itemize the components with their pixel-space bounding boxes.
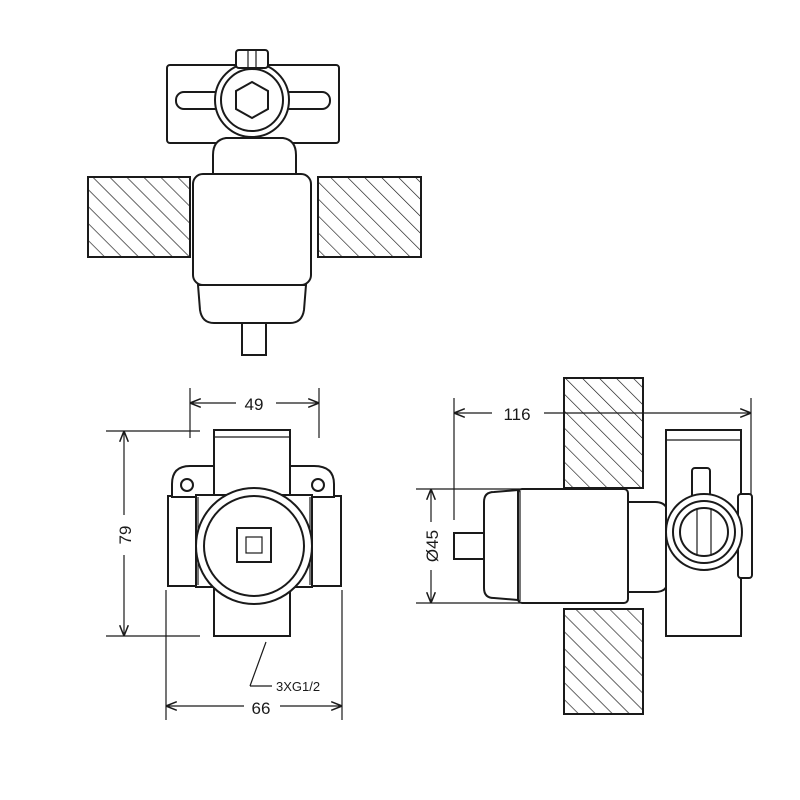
- wall-section-left: [87, 176, 191, 258]
- dim-label-79: 79: [116, 526, 135, 545]
- lug-hole-right: [311, 478, 325, 492]
- side-outlet-inner: [679, 507, 729, 557]
- hex-nut: [235, 80, 269, 120]
- thread-label: 3XG1/2: [276, 679, 320, 694]
- port-left: [167, 495, 199, 587]
- square-spindle: [236, 527, 272, 563]
- dim-label-49: 49: [245, 395, 264, 414]
- dim-label-116: 116: [503, 405, 530, 424]
- top-view: [87, 49, 422, 356]
- front-inner-ring: [203, 495, 305, 597]
- side-housing: [627, 501, 669, 593]
- front-view: 49 79 66: [106, 388, 343, 720]
- side-body: [517, 488, 629, 604]
- side-outlet-mid: [672, 500, 736, 564]
- lug-hole-left: [180, 478, 194, 492]
- side-wall-section-bottom: [563, 608, 644, 715]
- thread-leader: [249, 641, 267, 687]
- dim-label-66: 66: [252, 699, 271, 718]
- port-right: [310, 495, 342, 587]
- dim-label-45: Ø45: [423, 530, 442, 562]
- wall-section-right: [317, 176, 422, 258]
- valve-body: [192, 173, 312, 286]
- side-stem: [453, 532, 485, 560]
- valve-neck: [212, 137, 297, 176]
- side-wall-section-top: [563, 377, 644, 489]
- valve-lower-taper: [196, 284, 308, 324]
- valve-stem: [241, 322, 267, 356]
- side-view: 116 Ø45: [416, 377, 753, 715]
- side-outlet-outer: [665, 493, 743, 571]
- top-nut: [235, 49, 269, 69]
- side-taper: [483, 488, 519, 602]
